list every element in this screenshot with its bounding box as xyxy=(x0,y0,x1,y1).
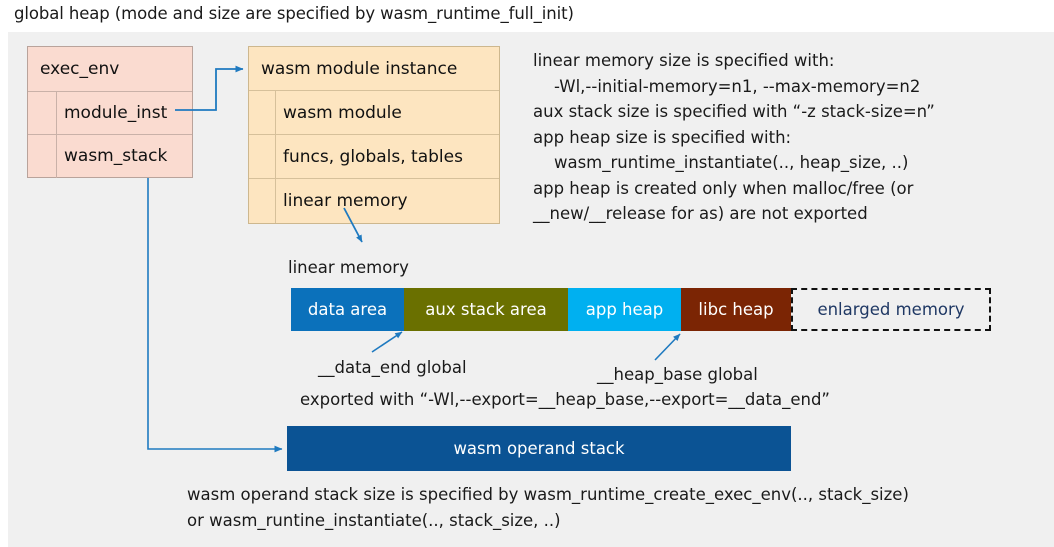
module-instance-indent-rule xyxy=(275,91,276,223)
memory-config-notes: linear memory size is specified with: -W… xyxy=(533,51,935,223)
memory-segment-enlarged-memory: enlarged memory xyxy=(791,288,991,331)
module-instance-field-wasm-module: wasm module xyxy=(249,91,499,135)
caption-heap-base: __heap_base global xyxy=(597,365,758,384)
wasm-module-instance-box: wasm module instance wasm module funcs, … xyxy=(248,46,500,224)
linear-memory-bar-label: linear memory xyxy=(288,258,409,277)
operand-stack-note: wasm operand stack size is specified by … xyxy=(187,485,909,530)
memory-segment-app-heap: app heap xyxy=(568,288,681,331)
exec-env-box: exec_env module_inst wasm_stack xyxy=(27,46,193,178)
exec-env-field-wasm-stack: wasm_stack xyxy=(64,146,168,166)
module-instance-field-linear-memory: linear memory xyxy=(283,191,408,211)
exec-env-header: exec_env xyxy=(28,47,192,92)
diagram-title: global heap (mode and size are specified… xyxy=(14,4,574,23)
memory-segment-aux-stack-area: aux stack area xyxy=(404,288,568,331)
wasm-operand-stack-bar: wasm operand stack xyxy=(287,426,791,471)
module-instance-header: wasm module instance xyxy=(249,47,499,91)
exec-env-field-module-inst: module_inst xyxy=(28,92,192,135)
module-instance-field-funcs-globals-tables: funcs, globals, tables xyxy=(249,135,499,179)
memory-segment-data-area: data area xyxy=(291,288,404,331)
caption-data-end: __data_end global xyxy=(318,358,467,377)
memory-segment-libc-heap: libc heap xyxy=(681,288,791,331)
caption-exported-symbols: exported with “-Wl,--export=__heap_base,… xyxy=(300,390,830,409)
exec-env-indent-rule xyxy=(56,92,57,178)
